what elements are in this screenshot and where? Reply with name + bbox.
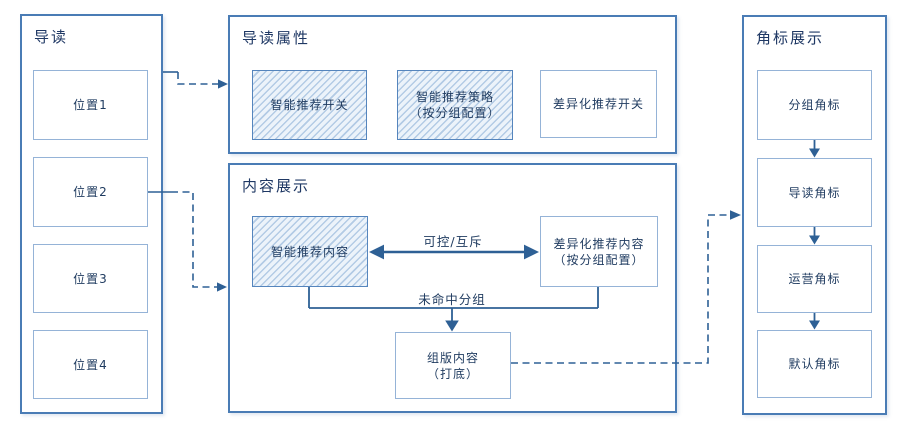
guide-attributes-panel-title: 导读属性 [242,29,311,47]
exclusive-edge-label: 可控/互斥 [423,234,483,249]
default-badge-label: 默认角标 [788,357,841,371]
badge-display-panel-title: 角标展示 [756,29,825,47]
position-1-label: 位置1 [73,98,108,112]
smart-recommend-switch-label: 智能推荐开关 [270,98,349,112]
smart-recommend-content-box: 智能推荐内容 [252,216,368,287]
arrowhead-right-icon [217,282,227,292]
smart-recommend-content-label: 智能推荐内容 [270,244,349,259]
layout-content-box: 组版内容 （打底） [395,332,511,399]
operation-badge-label: 运营角标 [788,272,841,286]
operation-badge-box: 运营角标 [757,245,872,313]
smart-recommend-strategy-label: 智能推荐策略 [415,90,494,104]
guide-panel-title: 导读 [34,28,69,46]
position-4-label: 位置4 [73,357,108,372]
diff-recommend-switch-box: 差异化推荐开关 [540,70,657,138]
position-3-label: 位置3 [73,271,108,286]
guide-badge-label: 导读角标 [788,185,841,200]
smart-recommend-strategy-box: 智能推荐策略 （按分组配置） [397,70,513,140]
group-badge-label: 分组角标 [788,98,841,112]
diff-recommend-content-sublabel: （按分组配置） [553,252,645,267]
diff-recommend-content-label: 差异化推荐内容 [553,236,645,251]
position-3-box: 位置3 [33,244,148,313]
smart-recommend-switch-box: 智能推荐开关 [252,70,367,140]
connector-guide-to-attributes [163,71,228,89]
content-display-panel-title: 内容展示 [242,177,311,195]
arrowhead-right-icon [730,210,741,220]
group-badge-box: 分组角标 [757,70,872,140]
miss-group-edge-label: 未命中分组 [418,292,486,307]
guide-badge-box: 导读角标 [757,158,872,227]
position-2-box: 位置2 [33,157,148,227]
default-badge-box: 默认角标 [757,330,872,398]
position-4-box: 位置4 [33,330,148,399]
diff-recommend-switch-label: 差异化推荐开关 [552,97,644,111]
layout-content-label: 组版内容 [426,350,479,365]
diff-recommend-content-box: 差异化推荐内容 （按分组配置） [540,216,658,287]
position-2-label: 位置2 [73,185,108,199]
layout-content-sublabel: （打底） [426,366,479,381]
arrowhead-right-icon [218,79,228,89]
smart-recommend-strategy-sublabel: （按分组配置） [409,106,501,120]
position-1-box: 位置1 [33,70,148,140]
